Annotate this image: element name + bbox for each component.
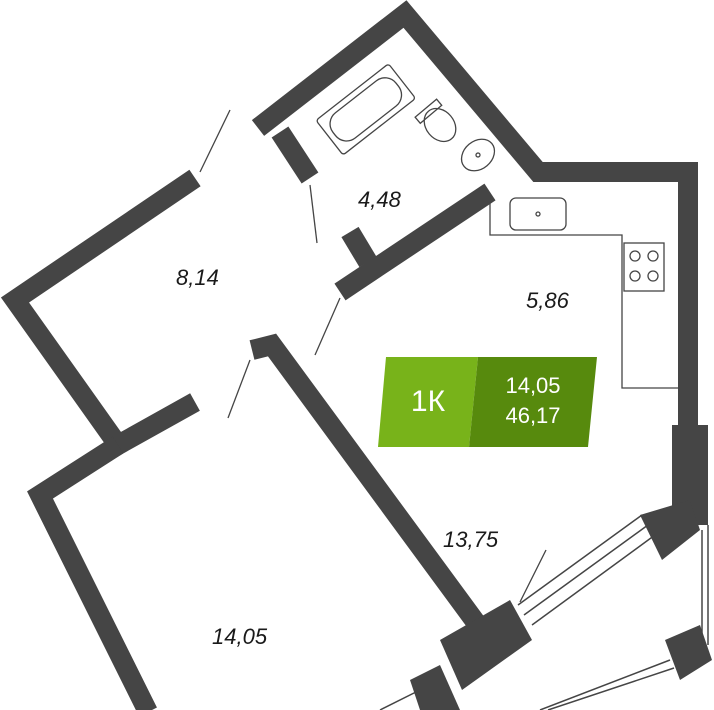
bathtub-icon [316,64,416,155]
room-area-bathroom: 4,48 [358,187,401,212]
wall-bottom-corner [410,665,460,710]
wall-pillar-bottom [440,600,532,690]
wall-pillar-balcony [665,625,712,680]
room-area-hall: 8,14 [176,265,219,290]
wall-bedroom-left [27,436,157,710]
wall-pillar-window [640,500,700,560]
wall-partition [249,333,489,634]
wall-bath-stub [341,226,377,268]
kitchen-counter [489,195,680,389]
toilet-icon [414,98,457,143]
bath-sink-icon [460,138,496,172]
total-area-value: 46,17 [505,403,561,428]
doors [199,109,547,603]
windows [379,514,709,710]
room-area-kitchen: 5,86 [526,288,569,313]
room-area-bedroom: 14,05 [212,624,268,649]
badge-background [378,357,597,447]
living-area-value: 14,05 [505,373,561,398]
wall-bath-inner [271,126,319,184]
wall-bath-outer [251,0,698,425]
apartment-badge: 1К 14,05 46,17 [378,357,597,447]
wall-hall-left [0,169,201,459]
bathroom-fixtures [316,64,496,172]
wall-bath-bottom [334,183,496,301]
walls [0,0,698,710]
apartment-type: 1К [410,385,446,418]
room-area-living-room: 13,75 [443,527,499,552]
stove-icon [623,242,665,292]
kitchen-sink-icon [509,197,567,231]
